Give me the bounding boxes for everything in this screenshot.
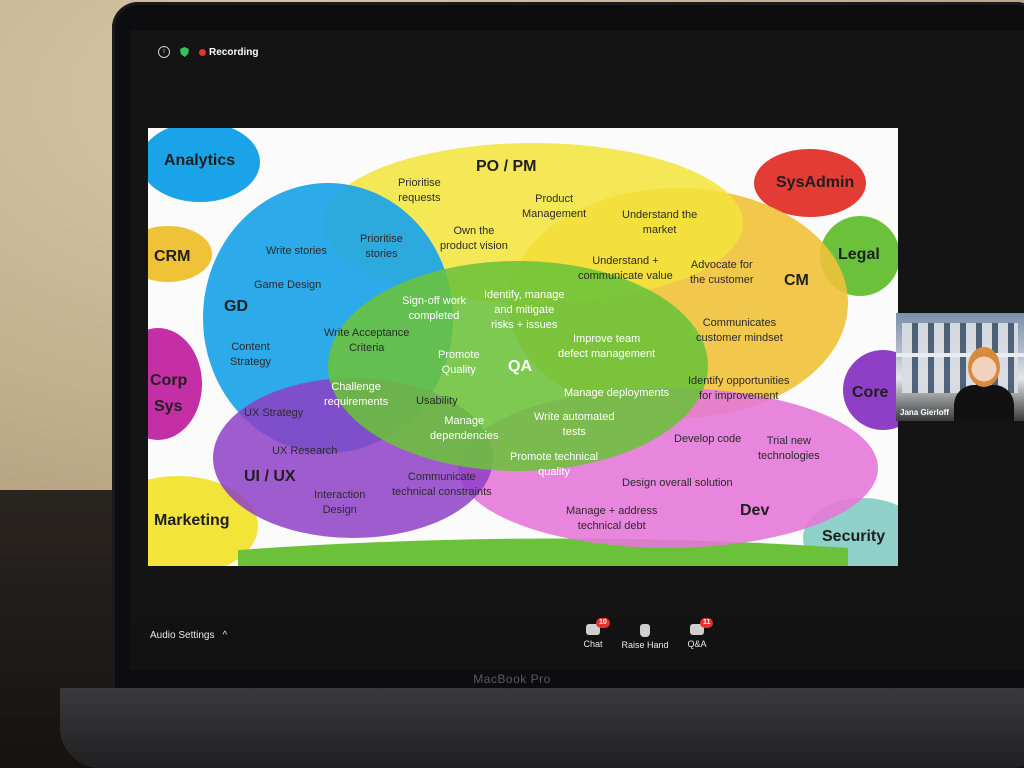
background-building	[902, 323, 1018, 393]
sys-label: Sys	[154, 398, 183, 415]
meeting-topbar: i Recording	[158, 46, 258, 58]
corp-label: Corp	[150, 372, 188, 389]
dev-label: Dev	[740, 502, 770, 519]
qa-button[interactable]: 11 Q&A	[672, 618, 722, 649]
item-write-stories: Write stories	[266, 245, 327, 257]
recording-dot-icon	[199, 48, 206, 56]
corp-sys-blob	[148, 328, 202, 440]
ui-ux-label: UI / UX	[244, 468, 296, 485]
shared-slide: Analytics CRM Corp Sys Marketing SysAdmi…	[148, 128, 898, 566]
shield-icon[interactable]	[180, 47, 189, 57]
hand-icon	[640, 624, 650, 637]
qa-icon: 11	[690, 618, 714, 635]
chat-icon: 10	[586, 618, 610, 635]
device-model-label: MacBook Pro	[473, 672, 551, 686]
item-manage-deployments: Manage deployments	[564, 387, 670, 399]
gd-label: GD	[224, 298, 248, 315]
item-usability: Usability	[416, 395, 458, 407]
item-game-design: Game Design	[254, 279, 322, 291]
raise-hand-label: Raise Hand	[621, 640, 669, 650]
person-body	[954, 385, 1014, 421]
crm-blob	[148, 226, 212, 282]
venn-diagram-shapes	[148, 128, 898, 566]
qa-set	[328, 261, 708, 471]
chevron-up-icon[interactable]: ^	[222, 630, 228, 641]
marketing-blob	[148, 476, 258, 566]
chat-badge: 10	[596, 618, 610, 628]
po-pm-label: PO / PM	[476, 158, 537, 175]
building-ledge	[896, 353, 1024, 357]
raise-hand-button[interactable]: Raise Hand	[620, 624, 670, 650]
security-label: Security	[822, 528, 886, 545]
chat-button[interactable]: 10 Chat	[568, 618, 618, 649]
qa-label: QA	[508, 358, 532, 375]
legal-label: Legal	[838, 246, 880, 263]
analytics-label: Analytics	[164, 152, 236, 169]
sysadmin-blob	[754, 149, 866, 217]
bottom-green-strip	[238, 538, 848, 566]
participant-video-tile[interactable]: Jana Gierloff	[896, 313, 1024, 421]
item-ux-research: UX Research	[272, 445, 338, 457]
person-head	[968, 347, 1000, 387]
item-design-overall-solution: Design overall solution	[622, 477, 733, 489]
item-ux-strategy: UX Strategy	[244, 407, 304, 419]
sysadmin-label: SysAdmin	[776, 174, 855, 191]
audio-settings-button[interactable]: Audio Settings ^	[150, 630, 227, 641]
crm-label: CRM	[154, 248, 191, 265]
zoom-screen: i Recording Analyti	[130, 30, 1024, 670]
participant-name: Jana Gierloff	[900, 408, 949, 417]
analytics-blob	[148, 128, 260, 202]
core-blob	[843, 350, 898, 430]
recording-label: Recording	[209, 46, 259, 58]
cm-label: CM	[784, 272, 809, 289]
core-label: Core	[852, 384, 889, 401]
chat-label: Chat	[583, 639, 603, 649]
recording-indicator: Recording	[199, 47, 258, 58]
marketing-label: Marketing	[154, 512, 230, 529]
qa-label: Q&A	[687, 639, 707, 649]
laptop-base	[60, 688, 1024, 768]
audio-settings-label: Audio Settings	[150, 630, 215, 641]
item-develop-code: Develop code	[674, 433, 742, 445]
meeting-controls-bar: Audio Settings ^ 10 Chat Raise Hand 11 Q…	[130, 618, 1024, 670]
info-icon[interactable]: i	[158, 46, 170, 58]
qa-badge: 11	[700, 618, 714, 628]
item-understand-communicate-value: Understand +communicate value	[578, 255, 673, 282]
